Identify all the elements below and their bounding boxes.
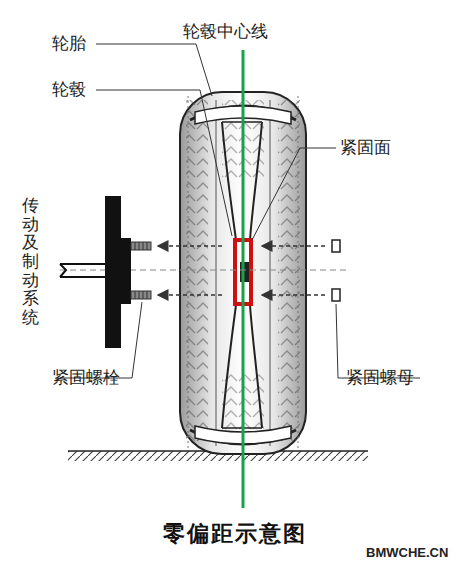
system-label: 传动及制动系统	[22, 196, 39, 327]
brake-disc	[105, 196, 121, 348]
part-label: 轮胎	[52, 34, 86, 53]
center-line-label: 轮毂中心线	[183, 22, 268, 41]
watermark: BMWCHE.CN	[366, 546, 448, 560]
part-label: 紧固螺栓	[52, 368, 120, 387]
fastening-bolt	[131, 242, 151, 299]
part-label: 轮毂	[52, 80, 86, 99]
leader-line	[60, 44, 420, 378]
caption: 零偏距示意图	[163, 522, 307, 546]
fastening-nut	[332, 240, 340, 301]
part-label: 紧固螺母	[346, 368, 414, 387]
hub-center-line	[242, 50, 245, 508]
part-label: 紧固面	[340, 138, 391, 157]
